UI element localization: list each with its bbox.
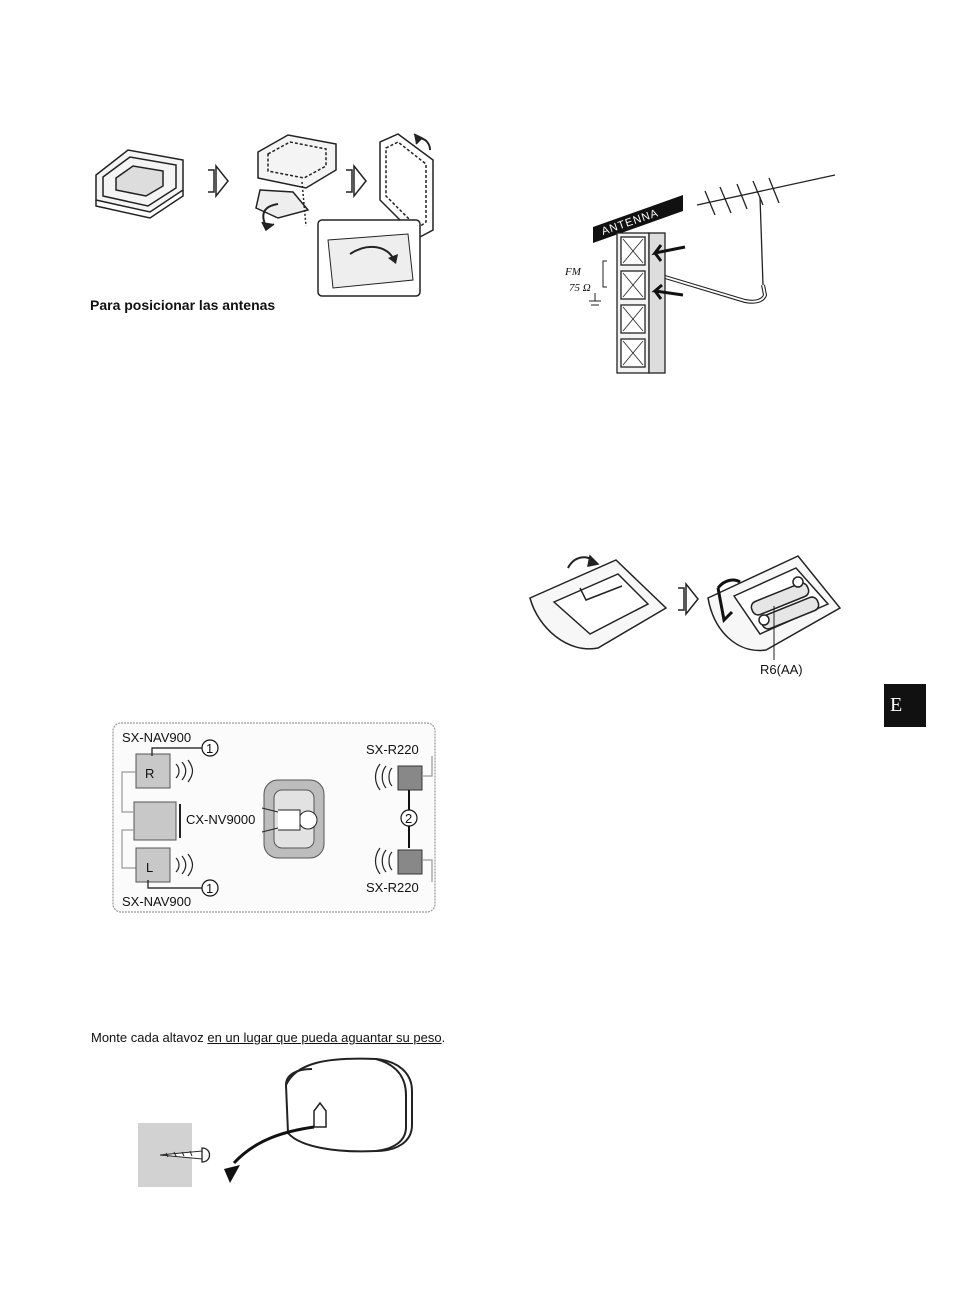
- wall-mount-illustration: [136, 1055, 426, 1190]
- center-unit-label: CX-NV9000: [186, 812, 255, 827]
- callout-1-bottom: 1: [206, 881, 213, 896]
- wall-mount-caption: Monte cada altavoz en un lugar que pueda…: [91, 1030, 445, 1045]
- impedance-label: 75 Ω: [569, 282, 591, 294]
- front-speaker-bottom-label: SX-NAV900: [122, 894, 191, 909]
- step-arrow-2: [346, 166, 366, 196]
- step-arrow-remote: [678, 584, 698, 614]
- antenna-folded: [96, 150, 183, 218]
- detail-inset: [318, 220, 420, 296]
- remote-open: [708, 556, 840, 660]
- battery-type-label: R6(AA): [760, 662, 803, 677]
- callout-2: 2: [405, 811, 412, 826]
- right-channel-label: R: [145, 766, 154, 781]
- insert-arrow: [655, 285, 683, 299]
- center-unit: [134, 802, 180, 840]
- listener-icon: [262, 780, 324, 858]
- speaker-rear-view: [286, 1059, 412, 1152]
- fm-label: FM: [564, 266, 582, 278]
- insert-arrow: [655, 245, 685, 261]
- left-channel-label: L: [146, 860, 153, 875]
- wall-mount-caption-prefix: Monte cada altavoz: [91, 1030, 207, 1045]
- callout-1-top: 1: [206, 741, 213, 756]
- fm-antenna-connection-illustration: ANTENNA FM 75 Ω: [555, 175, 845, 380]
- yagi-antenna-icon: [697, 175, 835, 285]
- front-speaker-top-label: SX-NAV900: [122, 730, 191, 745]
- wall-mount-caption-suffix: .: [442, 1030, 446, 1045]
- speaker-layout-diagram: SX-NAV900 SX-R220 R 1 CX-NV9000 L 1 SX-N…: [112, 722, 437, 914]
- step-arrow-1: [208, 166, 228, 196]
- antenna-terminal-block: [617, 233, 665, 373]
- language-tab-e: E: [884, 684, 926, 727]
- remote-battery-illustration: R6(AA): [528, 548, 848, 678]
- antenna-unfolding: [256, 135, 336, 230]
- loop-antenna-assembly-illustration: [88, 130, 438, 300]
- antenna-position-caption: Para posicionar las antenas: [90, 297, 275, 313]
- rear-speaker-bottom-label: SX-R220: [366, 880, 419, 895]
- rear-speaker-top-label: SX-R220: [366, 742, 419, 757]
- wall-mount-caption-emphasis: en un lugar que pueda aguantar su peso: [207, 1030, 441, 1045]
- remote-with-lid: [530, 556, 666, 649]
